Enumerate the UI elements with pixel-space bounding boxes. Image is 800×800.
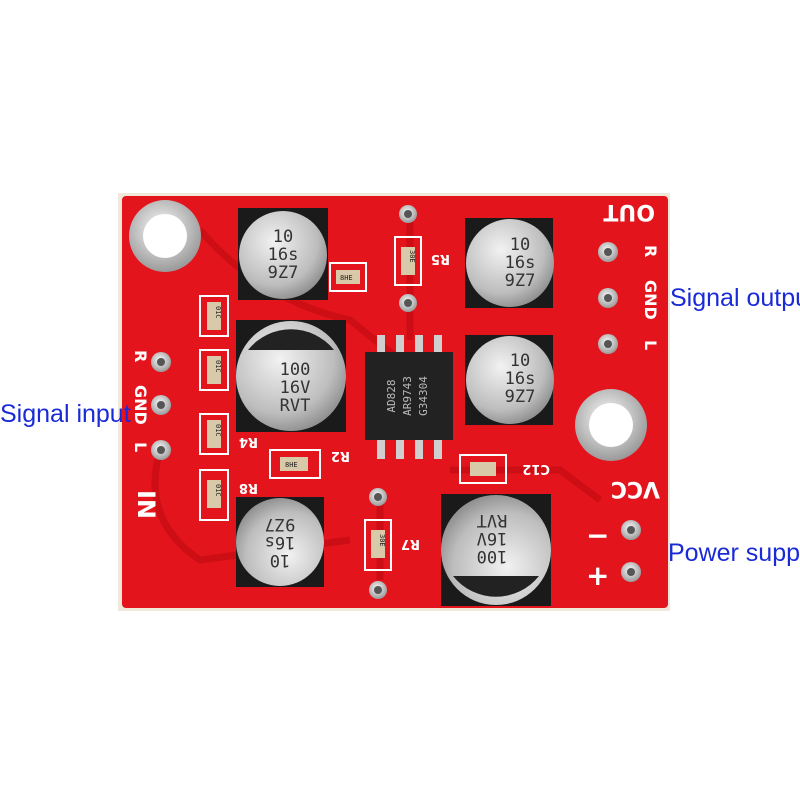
mounting-hole (575, 389, 647, 461)
svg-text:10: 10 (270, 550, 290, 570)
svg-text:16V: 16V (280, 378, 311, 398)
svg-text:30E: 30E (378, 534, 386, 547)
signal-output-caption: Signal output (670, 284, 800, 312)
capacitor-10uf: 10 16s 9Z7 (465, 335, 554, 425)
svg-text:8HE: 8HE (340, 274, 353, 282)
svg-text:+: + (586, 559, 609, 592)
capacitor-100uf: 100 16V RVT (236, 320, 346, 432)
svg-text:G34304: G34304 (417, 376, 430, 416)
silkscreen: OUT R GND L R GND L IN VCC − + R5 R2 R4 … (131, 199, 660, 592)
svg-text:L: L (131, 442, 150, 452)
svg-text:9Z7: 9Z7 (268, 263, 299, 283)
svg-text:R2: R2 (331, 448, 350, 463)
capacitor-100uf: 100 16V RVT (441, 494, 551, 606)
svg-text:16s: 16s (505, 253, 536, 273)
svg-text:16V: 16V (477, 528, 508, 548)
svg-text:16s: 16s (265, 532, 296, 552)
svg-text:R: R (131, 350, 150, 362)
svg-text:C12: C12 (522, 461, 550, 476)
svg-text:VCC: VCC (611, 476, 660, 501)
svg-text:−: − (586, 519, 609, 552)
svg-text:10: 10 (510, 351, 530, 371)
svg-text:L: L (641, 340, 660, 350)
svg-text:9Z7: 9Z7 (505, 271, 536, 291)
svg-text:100: 100 (477, 546, 508, 566)
ic-ad828: AD828 AR9743 G34304 (365, 335, 453, 459)
signal-input-caption: Signal input (0, 400, 131, 428)
svg-text:30E: 30E (408, 250, 416, 263)
capacitor-10uf: 10 16s 9Z7 (238, 208, 328, 300)
svg-text:R8: R8 (239, 480, 258, 495)
svg-text:AD828: AD828 (385, 379, 398, 412)
svg-text:R: R (641, 245, 660, 257)
svg-text:01C: 01C (214, 360, 222, 373)
svg-text:100: 100 (280, 360, 311, 380)
svg-text:OUT: OUT (603, 199, 655, 224)
svg-text:GND: GND (131, 385, 150, 425)
svg-text:01C: 01C (214, 424, 222, 437)
capacitor-10uf: 10 16s 9Z7 (465, 218, 554, 308)
svg-text:9Z7: 9Z7 (265, 514, 296, 534)
svg-text:8HE: 8HE (285, 461, 298, 469)
resistors: 01C 01C 01C 01C 30E 30E 8HE 8HE (199, 236, 507, 571)
mounting-hole (129, 200, 201, 272)
svg-text:16s: 16s (505, 369, 536, 389)
power-supply-caption: Power supply (668, 539, 800, 567)
svg-text:9Z7: 9Z7 (505, 387, 536, 407)
svg-text:R4: R4 (239, 434, 258, 449)
svg-text:AR9743: AR9743 (401, 376, 414, 416)
svg-text:R7: R7 (401, 536, 420, 551)
svg-text:01C: 01C (214, 306, 222, 319)
svg-text:R5: R5 (431, 251, 450, 266)
svg-text:RVT: RVT (477, 510, 508, 530)
svg-text:01C: 01C (214, 484, 222, 497)
svg-text:RVT: RVT (280, 396, 311, 416)
svg-text:IN: IN (132, 490, 160, 519)
svg-text:10: 10 (273, 227, 293, 247)
pads (151, 205, 641, 599)
capacitor-10uf: 10 16s 9Z7 (236, 497, 324, 587)
svg-text:10: 10 (510, 235, 530, 255)
svg-text:GND: GND (641, 280, 660, 320)
svg-text:16s: 16s (268, 245, 299, 265)
